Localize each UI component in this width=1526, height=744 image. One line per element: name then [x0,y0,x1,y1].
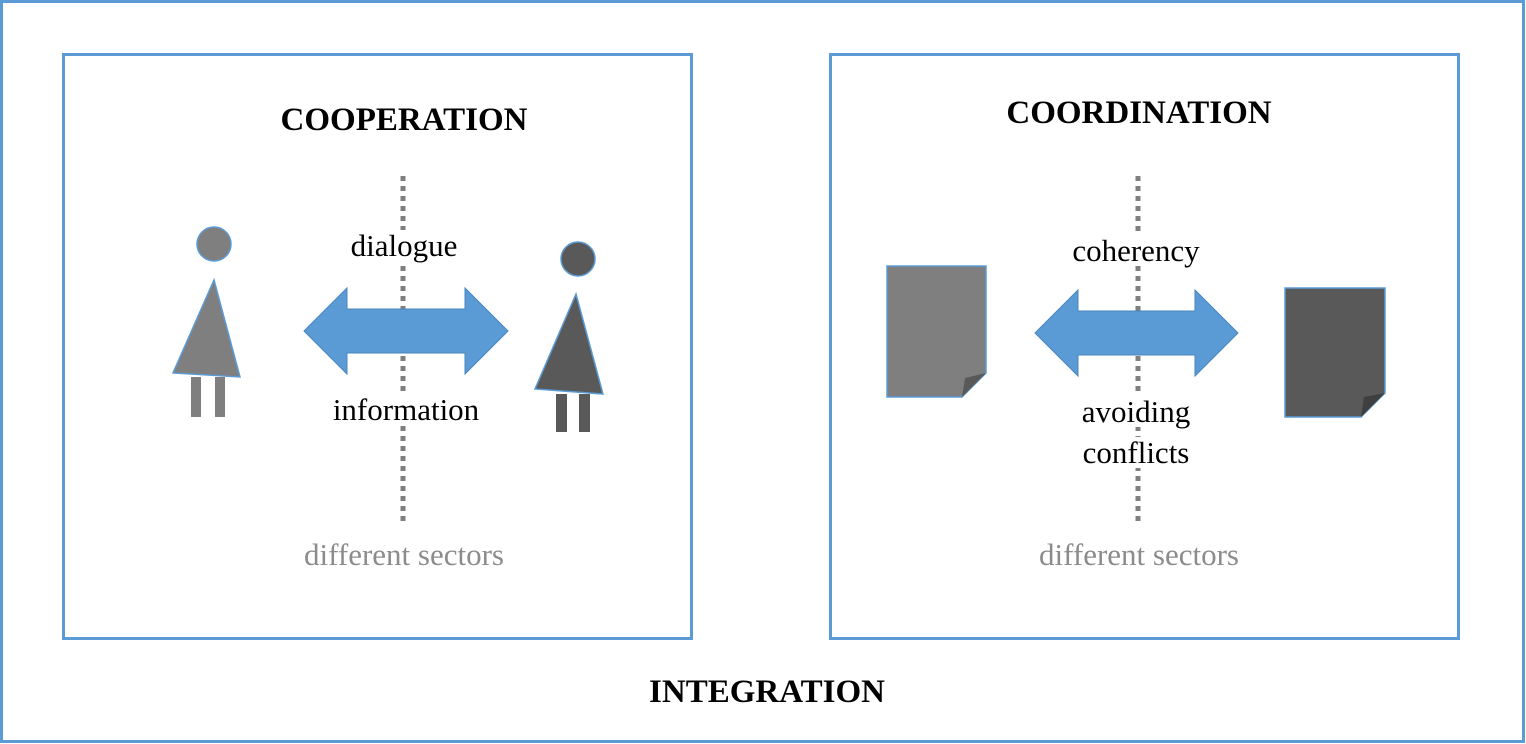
avoiding-label: avoiding [1081,394,1191,429]
document-icon [886,265,987,398]
different-sectors-label: different sectors [304,537,504,572]
person-icon [533,241,604,432]
cooperation-panel [62,53,693,640]
integration-title: INTEGRATION [649,674,885,710]
different-sectors-label: different sectors [1039,537,1239,572]
coordination-panel [829,53,1460,640]
person-icon [171,226,241,417]
dialogue-label: dialogue [350,228,458,263]
document-icon [1284,287,1386,418]
double-arrow-icon [1034,288,1239,378]
coordination-title: COORDINATION [1006,95,1272,131]
cooperation-title: COOPERATION [280,102,528,138]
double-arrow-icon [303,286,509,376]
conflicts-label: conflicts [1082,435,1190,470]
information-label: information [332,392,480,427]
coherency-label: coherency [1072,233,1200,268]
